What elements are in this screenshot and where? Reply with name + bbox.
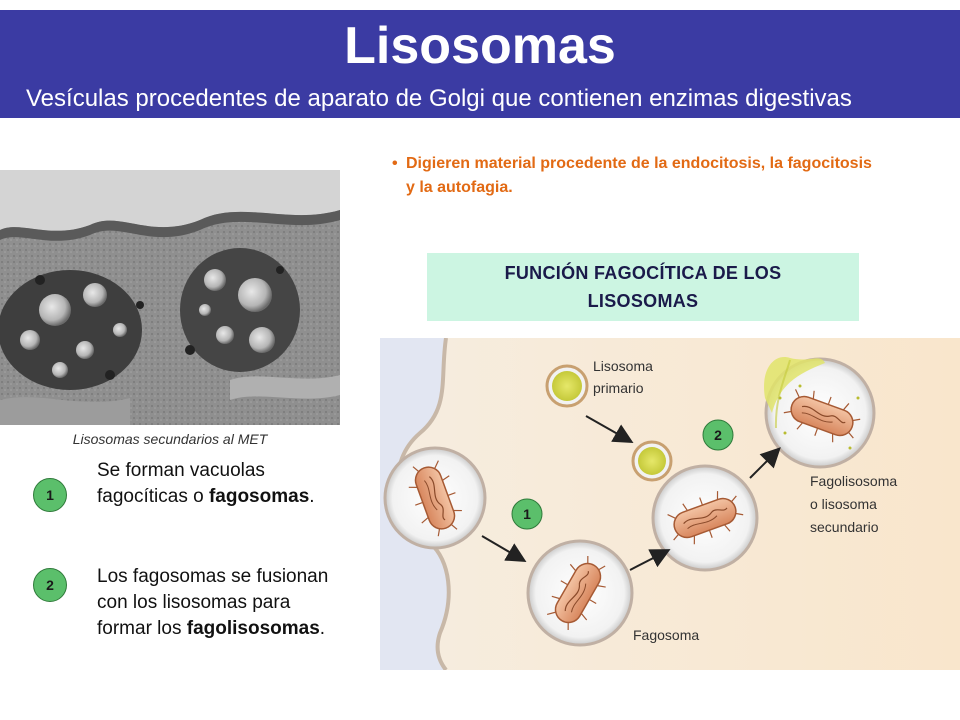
function-heading-line2: LISOSOMAS [587, 291, 699, 311]
digestion-bullet: • Digieren material procedente de la end… [392, 152, 876, 200]
label-phagosome: Fagosoma [633, 627, 699, 643]
function-heading-line1: FUNCIÓN FAGOCÍTICA DE LOS [504, 263, 782, 283]
step-1-text-bold: fagosomas [208, 486, 310, 507]
label-lysosome-line2: primario [593, 380, 644, 396]
page-title: Lisosomas [344, 17, 616, 75]
arrow-lysosome [585, 415, 634, 443]
function-heading-box: FUNCIÓN FAGOCÍTICA DE LOS LISOSOMAS [427, 253, 859, 321]
label-fagolisosoma-line1: Fagolisosoma [810, 473, 897, 489]
step-2-badge: 2 [33, 568, 67, 602]
step-1-text-start: Se forman vacuolas fagocíticas o [97, 460, 265, 507]
arrow-1 [481, 535, 527, 563]
phagocytosis-svg: 1 2 Lisosoma primario Fagosoma Fagolisos… [380, 337, 960, 672]
diagram-step-1-label: 1 [523, 506, 531, 522]
step-2-text-bold: fagolisosomas [186, 618, 320, 639]
phagocytosis-diagram: 1 2 Lisosoma primario Fagosoma Fagolisos… [380, 337, 960, 672]
step-2-text-end: . [319, 618, 326, 639]
step-1-badge: 1 [33, 478, 67, 512]
diagram-step-1-badge [511, 498, 543, 530]
step-1-text: Se forman vacuolas fagocíticas o fagosom… [97, 458, 337, 510]
step-2-text: Los fagosomas se fusionan con los lisoso… [97, 564, 337, 642]
bullet-text: Digieren material procedente de la endoc… [406, 155, 872, 196]
micrograph-svg [0, 170, 340, 425]
bullet-marker: • [392, 155, 398, 172]
label-fagolisosoma-line3: secundario [810, 519, 879, 535]
micrograph-caption: Lisosomas secundarios al MET [72, 431, 268, 447]
diagram-step-2-badge [702, 419, 734, 451]
micrograph-image [0, 170, 340, 425]
page-subtitle: Vesículas procedentes de aparato de Golg… [26, 85, 852, 112]
label-fagolisosoma-line2: o lisosoma [810, 496, 877, 512]
step-2-text-start: Los fagosomas se fusionan con los lisoso… [97, 566, 329, 639]
diagram-step-2-label: 2 [714, 427, 722, 443]
label-lysosome-line1: Lisosoma [593, 358, 653, 374]
arrow-2 [629, 549, 671, 571]
title-banner: Lisosomas Vesículas procedentes de apara… [0, 10, 960, 118]
step-1-text-end: . [309, 486, 315, 507]
arrow-3 [749, 447, 781, 479]
